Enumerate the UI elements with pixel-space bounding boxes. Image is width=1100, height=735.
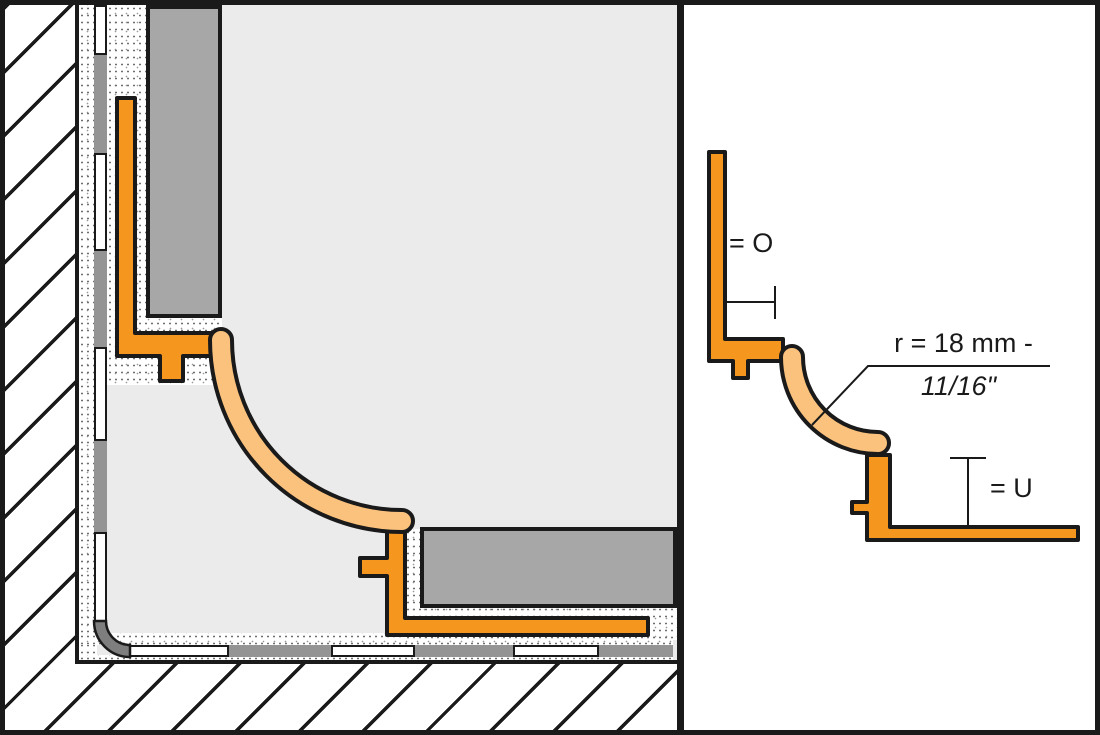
profile-cove-curve — [778, 344, 891, 457]
profile-wall-leg — [115, 96, 218, 383]
floor-tile — [420, 527, 677, 608]
u-dimension-label: = U — [990, 473, 1033, 503]
wall-membrane-strip — [94, 5, 107, 625]
membrane-segment — [94, 347, 107, 441]
membrane-segment — [94, 153, 107, 251]
profile-cove-curve — [207, 327, 415, 535]
profile-floor-leg — [850, 453, 1080, 542]
membrane-corner-piece — [92, 619, 132, 659]
o-dimension-label: = O — [729, 228, 774, 258]
profile-drawing — [707, 150, 1080, 542]
membrane-segment — [94, 5, 107, 55]
membrane-segment — [331, 645, 415, 657]
installation-section-panel — [5, 5, 677, 730]
profile-wall-leg — [707, 150, 785, 380]
membrane-segment — [513, 645, 599, 657]
profile-dimension-panel: = O r = 18 mm - 11/16" = U — [684, 5, 1095, 730]
wall-tile — [146, 5, 222, 318]
profile-overlay — [92, 96, 650, 659]
floor-membrane-strip — [125, 645, 673, 657]
profile-floor-leg — [358, 523, 650, 637]
radius-label-metric: r = 18 mm - — [894, 328, 1033, 358]
radius-label-imperial: 11/16" — [920, 371, 997, 401]
radius-leader-line — [811, 365, 1050, 426]
floor-mortar-lower-layer — [79, 655, 673, 660]
wall-mortar-layer — [79, 5, 97, 657]
